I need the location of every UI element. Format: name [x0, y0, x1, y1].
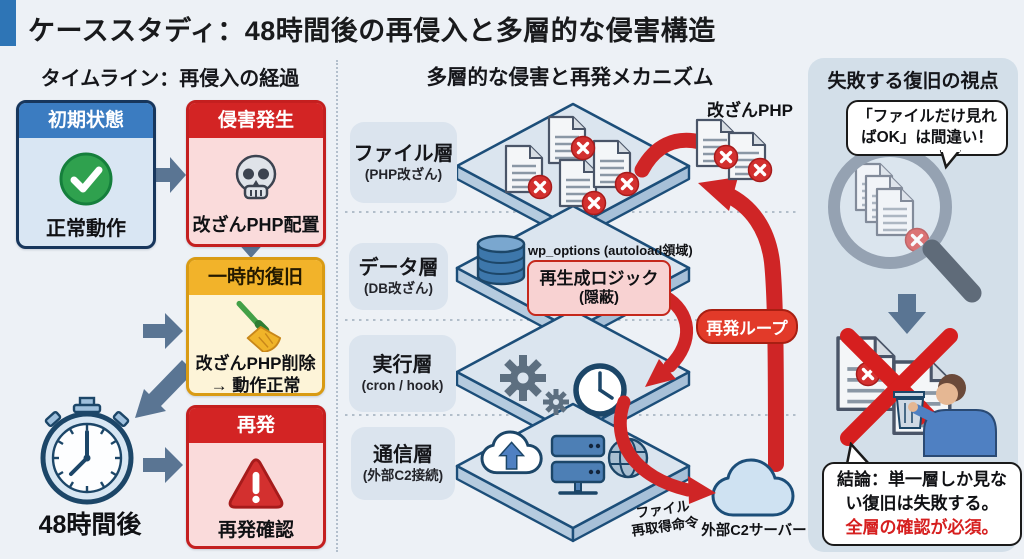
server-icon	[550, 434, 606, 495]
gear-icon-large	[500, 355, 546, 401]
data-layer-sub: (DB改ざん)	[364, 280, 433, 296]
initial-state-box: 初期状態 正常動作	[16, 100, 156, 249]
database-icon	[476, 234, 526, 286]
conclusion-line1: 結論：単一層しか見な	[837, 470, 1007, 490]
loop-arrow-band	[718, 186, 784, 472]
temp-recovery-desc2: → 動作正常	[210, 375, 301, 395]
mechanism-heading: 多層的な侵害と再発メカニズム	[426, 66, 714, 89]
initial-state-header: 初期状態	[19, 103, 153, 138]
recurrence-box: 再発 再発確認	[186, 405, 326, 549]
file-layer-label: ファイル層 (PHP改ざん)	[350, 122, 457, 203]
skull-icon	[235, 154, 277, 200]
failed-recovery-illustration	[836, 328, 997, 457]
arrow-into-temp-recovery	[143, 313, 183, 349]
warning-bubble: 「ファイルだけ見れ ばOK」は間違い！	[846, 100, 1008, 156]
arrow-initial-to-compromise	[150, 157, 186, 193]
conclusion-bubble-tail	[845, 442, 870, 464]
arrow-stopwatch-to-recurrence	[143, 447, 183, 483]
arrow-temp-to-stopwatch	[135, 360, 194, 418]
temp-recovery-box: 一時的復旧 改ざんPHP削除 → 動作正常	[186, 257, 325, 396]
warning-icon	[228, 458, 284, 509]
recurrence-header: 再発	[189, 408, 323, 443]
panel-down-arrow	[888, 294, 926, 334]
warning-bubble-line1: 「ファイルだけ見れ	[857, 108, 997, 126]
file-layer-sub: (PHP改ざん)	[364, 166, 443, 182]
regen-logic-line1: 再生成ロジック	[539, 268, 659, 288]
data-layer-label: データ層 (DB改ざん)	[349, 243, 448, 310]
failed-recovery-heading: 失敗する復旧の視点	[827, 71, 999, 92]
regen-to-exec-arrow	[657, 289, 693, 373]
regen-logic-line2: (隠蔽)	[579, 289, 619, 307]
communication-layer-name: 通信層	[373, 443, 433, 466]
compromise-box: 侵害発生 改ざんPHP配置	[186, 100, 326, 247]
page-title: ケーススタディ：48時間後の再侵入と多層的な侵害構造	[28, 16, 716, 46]
execution-layer-name: 実行層	[372, 353, 433, 376]
communication-layer-sub: (外部C2接続)	[362, 467, 444, 483]
person-icon	[908, 374, 997, 457]
file-to-php-arrow	[634, 132, 708, 178]
compromise-desc: 改ざんPHP配置	[192, 215, 320, 236]
regen-logic-box: 再生成ロジック (隠蔽)	[527, 260, 671, 316]
initial-state-desc: 正常動作	[46, 217, 126, 240]
c2-server-label: 外部C2サーバー	[701, 523, 807, 539]
loop-label: 再発ループ	[696, 309, 798, 344]
cloud-upload-icon	[480, 430, 543, 475]
clock-icon	[573, 363, 627, 417]
conclusion-line3: 全層の確認が必須。	[845, 517, 999, 537]
loop-arrowhead	[698, 177, 738, 211]
recurrence-arrows	[634, 132, 784, 472]
column-divider	[336, 60, 338, 552]
tampered-php-label: 改ざんPHP	[707, 101, 793, 120]
gear-icon-small	[543, 389, 569, 415]
data-layer-name: データ層	[358, 256, 439, 279]
title-accent-bar	[0, 0, 16, 46]
check-icon	[59, 152, 113, 206]
elapsed-time-label: 48時間後	[38, 511, 142, 539]
tampered-php-docs	[695, 118, 774, 184]
communication-layer-label: 通信層 (外部C2接続)	[351, 427, 455, 500]
wp-options-label: wp_options (autoload領域)	[528, 243, 693, 258]
conclusion-bubble: 結論：単一層しか見な い復旧は失敗する。 全層の確認が必須。	[822, 462, 1022, 546]
temp-recovery-header: 一時的復旧	[189, 260, 322, 295]
recurrence-desc: 再発確認	[217, 520, 294, 542]
warning-bubble-line2: ばOK」は間違い！	[861, 129, 993, 146]
stopwatch-icon	[40, 396, 134, 505]
execution-layer-label: 実行層 (cron / hook)	[349, 335, 456, 412]
regen-arrowhead	[645, 359, 676, 387]
timeline-heading: タイムライン：再侵入の経過	[40, 68, 300, 90]
exec-to-c2-arrow	[613, 395, 695, 497]
broom-icon	[236, 301, 281, 353]
file-layer-name: ファイル層	[353, 142, 454, 165]
exec-arrowhead	[688, 476, 716, 504]
compromise-header: 侵害発生	[189, 103, 323, 138]
conclusion-line2: い復旧は失敗する。	[845, 494, 999, 514]
execution-layer-sub: (cron / hook)	[361, 377, 444, 393]
warning-bubble-tail	[939, 150, 961, 170]
temp-recovery-desc1: 改ざんPHP削除	[195, 354, 316, 374]
magnifier-icon	[828, 145, 982, 303]
